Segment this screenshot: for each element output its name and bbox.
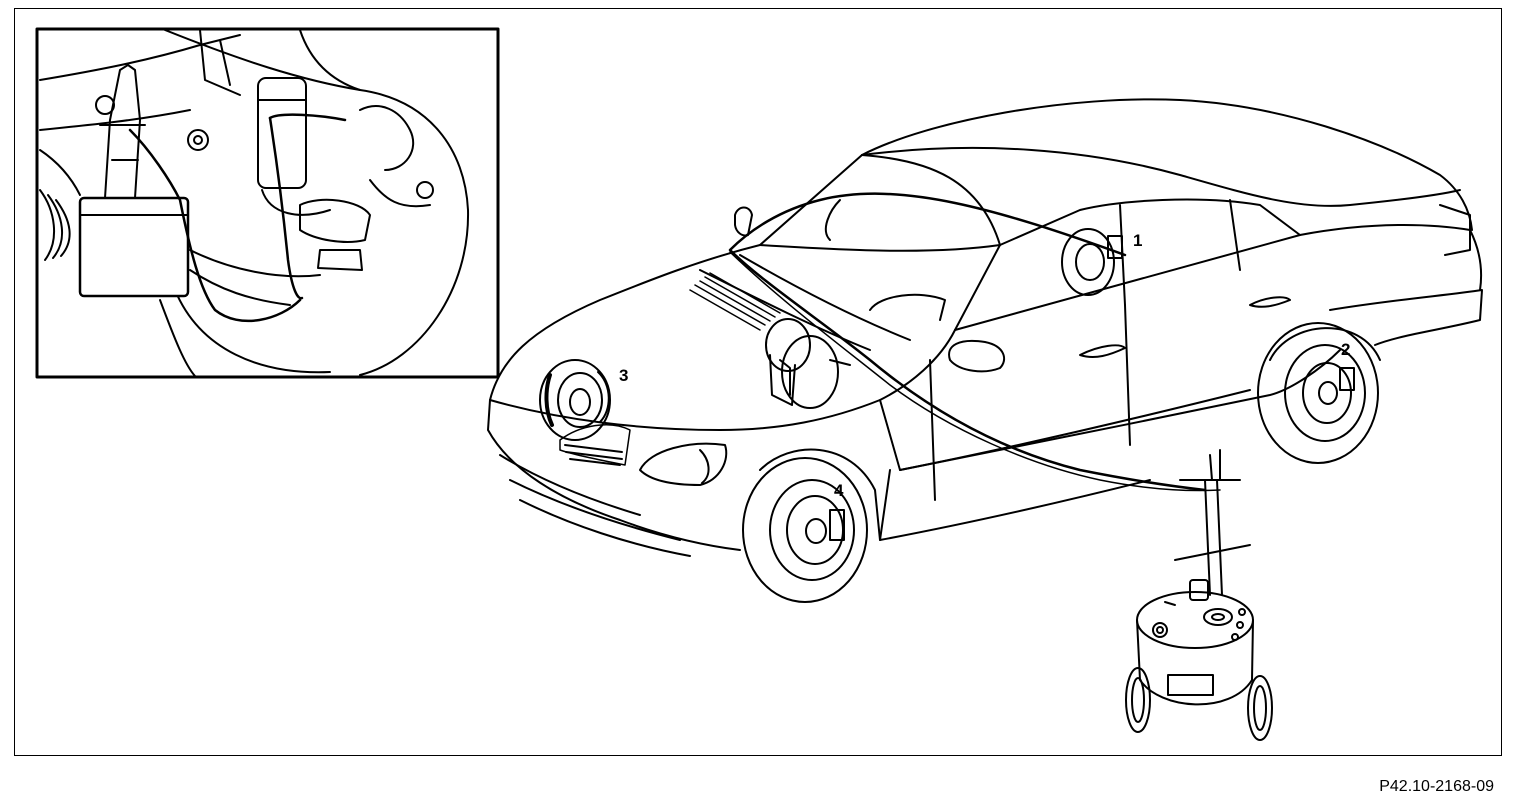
callout-1: 1 xyxy=(1133,231,1143,250)
wheel-rear-right xyxy=(1061,228,1123,296)
callout-3: 3 xyxy=(619,366,629,385)
brake-bleeder-unit xyxy=(1125,449,1273,741)
wheel-front-left xyxy=(742,448,881,603)
brake-booster xyxy=(765,318,851,409)
callout-2: 2 xyxy=(1341,340,1351,359)
bleeder-hose xyxy=(728,192,1207,492)
wheel-rear-left xyxy=(1257,322,1381,464)
car-body xyxy=(487,98,1483,557)
figure-code: P42.10-2168-09 xyxy=(1379,778,1494,795)
callout-4: 4 xyxy=(834,481,844,500)
diagram-frame xyxy=(14,8,1502,756)
inset-detail xyxy=(35,27,500,379)
wheel-front-right xyxy=(539,359,611,441)
